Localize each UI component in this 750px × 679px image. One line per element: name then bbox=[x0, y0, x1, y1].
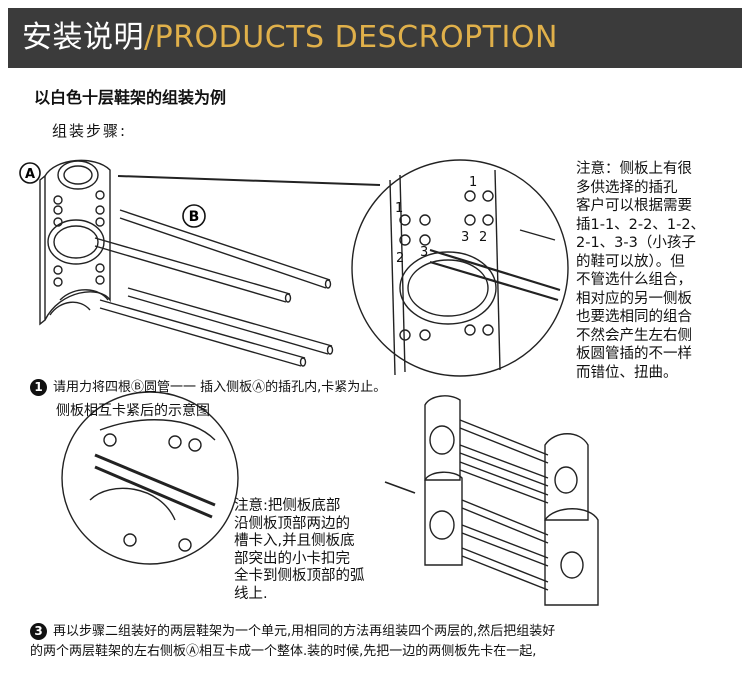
note-1-line: 相对应的另一侧板 bbox=[576, 290, 692, 307]
label-b: B bbox=[189, 209, 200, 225]
note-2: 注意:把侧板底部 沿侧板顶部两边的 槽卡入,并且侧板底 部突出的小卡扣完 全卡到… bbox=[234, 498, 365, 603]
hole-number: 3 bbox=[461, 230, 469, 245]
side-panel-a-drawing bbox=[39, 159, 111, 326]
note-2-line: 槽卡入,并且侧板底 bbox=[234, 533, 355, 549]
step-1: 1 请用力将四根Ⓑ圆管一一 插入侧板Ⓐ的插孔内,卡紧为止。 bbox=[30, 376, 386, 396]
hole-number: 1 bbox=[395, 201, 403, 216]
step-1-bullet: 1 bbox=[30, 379, 47, 396]
note-2-line: 沿侧板顶部两边的 bbox=[234, 515, 350, 532]
assembled-rack-drawing bbox=[424, 395, 599, 606]
note-2-line: 全卡到侧板顶部的弧 bbox=[234, 568, 365, 584]
note-1-line: 不管选什么组合， bbox=[576, 272, 692, 288]
steps-label: 组装步骤: bbox=[52, 122, 128, 140]
zoom-circle-1 bbox=[351, 159, 569, 377]
step-3-text: 再以步骤二组装好的两层鞋架为一个单元,用相同的方法再组装四个两层的,然后把组装好 bbox=[53, 624, 556, 639]
step-3: 3 再以步骤二组装好的两层鞋架为一个单元,用相同的方法再组装四个两层的,然后把组装… bbox=[30, 622, 555, 662]
step-3-line: 的两个两层鞋架的左右侧板Ⓐ相互卡成一个整体.装的时候,先把一边的两侧板先卡在一起… bbox=[30, 644, 537, 659]
note-2-line: 注意:把侧板底部 bbox=[234, 498, 341, 514]
label-a: A bbox=[25, 167, 35, 182]
step-3-line: 3 再以步骤二组装好的两层鞋架为一个单元,用相同的方法再组装四个两层的,然后把组装… bbox=[30, 622, 555, 642]
note-1-line: 注意：侧板上有很 bbox=[576, 161, 692, 177]
hole-number: 3 bbox=[420, 245, 428, 260]
note-2-line: 部突出的小卡扣完 bbox=[234, 550, 350, 567]
note-1-line: 板圆管插的不一样 bbox=[576, 346, 692, 362]
banner-title-cn: 安装说明 bbox=[22, 20, 144, 55]
banner-title: 安装说明/PRODUCTS DESCROPTION bbox=[22, 19, 558, 57]
zoom-circle-2 bbox=[61, 391, 239, 565]
subheading: 以白色十层鞋架的组装为例 bbox=[34, 88, 227, 107]
note-1-line: 不然会产生左右侧 bbox=[576, 327, 692, 344]
caption-2: 侧板相互卡紧后的示意图 bbox=[56, 403, 210, 419]
hole-number: 2 bbox=[396, 251, 404, 266]
note-2-line: 线上. bbox=[234, 585, 268, 602]
note-1-line: 的鞋可以放）。但 bbox=[576, 253, 685, 270]
step-3-bullet: 3 bbox=[30, 623, 47, 640]
header-banner: 安装说明/PRODUCTS DESCROPTION bbox=[8, 8, 742, 68]
note-1-line: 也要选相同的组合 bbox=[576, 309, 692, 325]
note-1-line: 而错位、扭曲。 bbox=[576, 364, 678, 381]
tubes-b-drawing bbox=[94, 209, 334, 367]
step-1-text: 请用力将四根Ⓑ圆管一一 插入侧板Ⓐ的插孔内,卡紧为止。 bbox=[53, 380, 387, 395]
note-1-line: 2-1、3-3（小孩子 bbox=[576, 235, 696, 251]
note-1-line: 客户可以根据需要 bbox=[576, 198, 692, 214]
note-1-line: 多供选择的插孔 bbox=[576, 179, 678, 196]
note-1: 注意：侧板上有很 多供选择的插孔 客户可以根据需要 插1-1、2-2、1-2、 … bbox=[576, 160, 748, 382]
banner-title-en: /PRODUCTS DESCROPTION bbox=[144, 20, 558, 55]
note-1-line: 插1-1、2-2、1-2、 bbox=[576, 216, 706, 233]
hole-number: 2 bbox=[479, 230, 487, 245]
hole-number: 1 bbox=[469, 175, 477, 190]
